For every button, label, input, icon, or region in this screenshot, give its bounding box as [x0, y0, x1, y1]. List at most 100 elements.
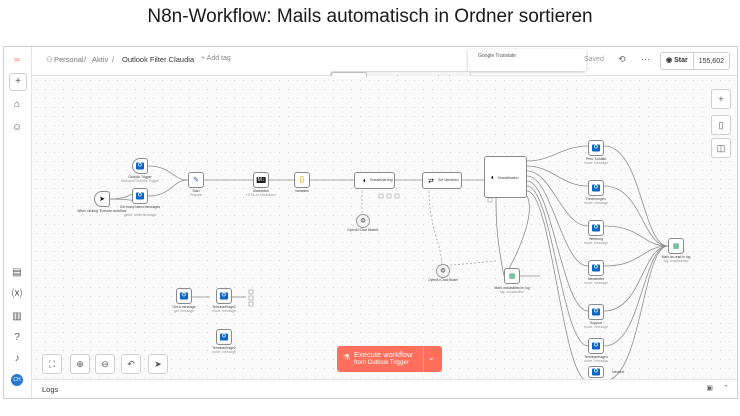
zoom-out-icon[interactable]: ⊖ [95, 354, 115, 374]
output-node-3[interactable]: O [588, 220, 604, 236]
output-label-6: Terminanfragen [584, 355, 608, 359]
pencil-icon: ✎ [193, 177, 199, 184]
markdown-label: Markdown [253, 189, 269, 193]
outlook-icon: O [136, 192, 144, 200]
variables-label: Variablen [294, 189, 310, 193]
sticky-note-icon[interactable]: ▯ [711, 115, 731, 135]
outlook-trigger-node[interactable]: O [132, 158, 148, 174]
table-icon: ▦ [508, 273, 516, 280]
outlook-icon: O [592, 184, 600, 192]
saved-status: Saved [584, 56, 604, 63]
get-message-node[interactable]: O [176, 288, 192, 304]
mark-read-sub: log: read/unread [663, 259, 689, 263]
get-message-sub: get: message [173, 309, 195, 313]
workflow-name[interactable]: Outlook Filter Claudia [122, 55, 195, 64]
output-node-7[interactable]: O [588, 366, 604, 378]
undo-icon[interactable]: ↶ [121, 354, 141, 374]
history-icon[interactable]: ⟲ [618, 54, 626, 64]
markdown-node[interactable]: M↓ [253, 172, 269, 188]
output-node-4[interactable]: O [588, 260, 604, 276]
outlook-icon: O [180, 292, 188, 300]
mark-unclassified-node[interactable]: ▦ [504, 268, 520, 284]
start-sub: Prepare [189, 193, 203, 197]
add-icon[interactable]: + [9, 73, 27, 91]
more-options-icon[interactable]: ⋯ [641, 54, 650, 64]
manual-trigger-node[interactable]: ➤ [94, 191, 110, 207]
n8n-logo-icon[interactable]: ∞ [14, 55, 20, 64]
side-panel-icon[interactable]: ◫ [711, 138, 731, 158]
ai-classify-label: Klassifizierung [370, 178, 393, 182]
github-star-button[interactable]: ◉ Star 155,602 [660, 52, 730, 70]
zoom-in-icon[interactable]: ⊕ [70, 354, 90, 374]
outlook-trigger-label: Outlook Trigger [128, 175, 152, 179]
google-translate-label: Google Translate [478, 53, 517, 59]
set-variables-node[interactable]: ⇄ Set Variablen [422, 172, 462, 189]
table-icon: ▦ [672, 243, 680, 250]
output-node-5[interactable]: O [588, 304, 604, 320]
start-label: Start [192, 189, 200, 193]
breadcrumb-separator: / [84, 55, 87, 64]
braces-icon: {} [299, 176, 305, 184]
breadcrumb-project[interactable]: Personal [54, 55, 84, 64]
outlook-icon: O [592, 144, 600, 152]
outlook-icon: O [220, 333, 228, 341]
add-node-icon[interactable]: + [711, 89, 731, 109]
insights-icon[interactable]: ▥ [12, 311, 22, 322]
mark-unclassified-sub: log: unclassified [499, 290, 525, 294]
output-label-3: Werbung [589, 237, 603, 241]
home-icon[interactable]: ⌂ [13, 99, 21, 110]
move-trigger-node[interactable]: O [216, 288, 232, 304]
cursor-icon: ➤ [99, 196, 105, 203]
logs-panel-icon[interactable]: ▣ [706, 385, 713, 392]
chevron-down-icon[interactable]: ⌄ [428, 353, 435, 362]
chat-model2-node[interactable]: ❂ [436, 264, 450, 278]
tidy-up-icon[interactable]: ➤ [148, 354, 168, 374]
mark-read-node[interactable]: ▦ [668, 238, 684, 254]
connection-wires [109, 145, 669, 379]
variables-node[interactable]: {} [294, 172, 310, 188]
move-trigger2-node[interactable]: O [216, 329, 232, 345]
chevron-up-icon[interactable]: ⌃ [723, 385, 729, 392]
chat-model1-node[interactable]: ❂ [356, 214, 370, 228]
execute-divider [423, 346, 424, 372]
output-label-5: Support [590, 321, 602, 325]
mark-read-label: Mark as read in log [661, 255, 691, 259]
output-node-1[interactable]: O [588, 140, 604, 156]
templates-icon[interactable]: ▤ [12, 267, 22, 278]
ai-classify-node[interactable]: ◐Klassifizierung [354, 172, 395, 189]
move-trigger2-sub: move: message [212, 350, 236, 354]
set-variables-label: Set Variablen [438, 178, 459, 182]
fit-view-icon[interactable]: ⛶ [42, 354, 62, 374]
output-label-4: Newsletter [587, 277, 605, 281]
output-label-7: Inbound [612, 370, 625, 374]
get-latest-messages-node[interactable]: O [132, 188, 148, 204]
flask-icon: ⚗ [343, 353, 351, 362]
execute-workflow-button[interactable]: ⚗ Execute workflow from Outlook Trigger … [337, 346, 442, 372]
add-tag-link[interactable]: + Add tag [201, 55, 231, 62]
avatar[interactable]: CH [11, 374, 23, 386]
openai-icon: ❂ [360, 218, 366, 225]
start-node[interactable]: ✎ [188, 172, 204, 188]
help-icon[interactable]: ? [14, 332, 20, 343]
classifier-node[interactable]: ◐Klassifikation [484, 156, 527, 198]
slide-title: N8n-Workflow: Mails automatisch in Ordne… [147, 6, 593, 27]
chat-model2-label: OpenAI Chat Model [428, 278, 458, 282]
mark-unclassified-label: Mark unclassified in log [494, 286, 530, 290]
user-icon[interactable]: ☺ [11, 122, 23, 133]
execute-label: Execute workflow [354, 350, 413, 359]
output-node-6[interactable]: O [588, 338, 604, 354]
left-sidebar: ∞ + ⌂ ☺ ▤ ⒳ ▥ ? ♪ CH [4, 47, 32, 398]
output-sub-1: move: message [584, 161, 608, 165]
arrow-right-icon: ⇄ [428, 177, 434, 185]
notifications-icon[interactable]: ♪ [14, 353, 20, 364]
breadcrumb-separator-2: / [112, 55, 115, 64]
output-node-2[interactable]: O [588, 180, 604, 196]
output-label-1: Pers. Kontakt [585, 157, 607, 161]
logs-label: Logs [42, 385, 59, 394]
variables-icon[interactable]: ⒳ [12, 289, 22, 300]
markdown-icon: M↓ [256, 177, 266, 183]
outlook-icon: O [592, 224, 600, 232]
breadcrumb-folder[interactable]: Aktiv [92, 55, 109, 64]
workflow-canvas[interactable]: ➤ When clicking 'Execute workflow' O Out… [32, 76, 737, 379]
logs-bar[interactable]: Logs ▣ ⌃ [32, 379, 737, 398]
